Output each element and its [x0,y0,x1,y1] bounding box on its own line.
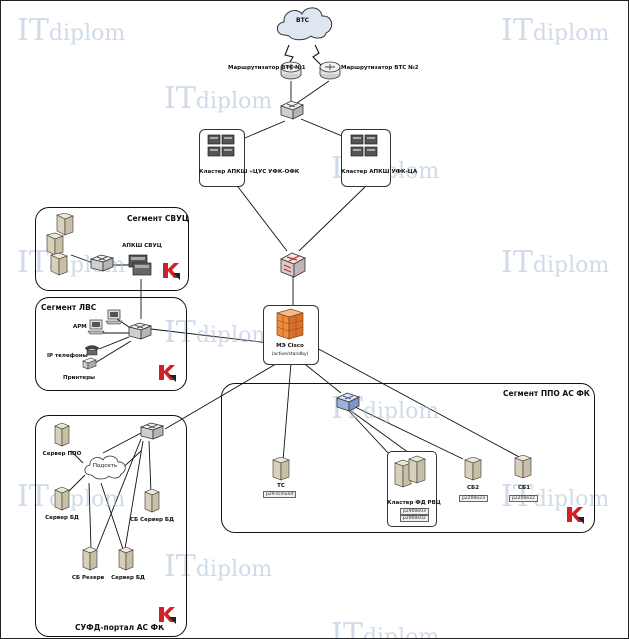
segment-sufd [35,415,187,637]
router-2-label: Маршрутизатор ВТС №2 [341,65,419,71]
cluster-left-label: Кластер АПКШ «ЦУС УФК-ОФК [199,169,300,175]
kaspersky-logo-icon [157,363,177,383]
firewall-title: МЭ Cisco [276,343,304,349]
server-bd-icon [53,486,71,515]
segment-lvs [35,297,187,391]
tc-host: p29-tcmonit [263,491,297,499]
apksh-svuc-label: АПКШ СВУЦ [122,243,162,249]
sb-server-bd-icon [143,488,161,517]
apksh-svuc-icon [127,251,157,283]
kaspersky-logo-icon [565,505,585,525]
subnet-label: Подсеть [92,463,118,469]
server-bd2-label: Сервер БД [111,575,145,581]
server-ppo-label: Сервер ППО [42,451,82,457]
ip-phones-label: IP телефоны [47,353,88,359]
kaspersky-logo-icon [157,605,177,625]
tc-label: ТС [277,483,285,489]
router-1-label: Маршрутизатор ВТС №1 [228,65,306,71]
tc-server-icon [271,456,291,485]
segment-ppo-title: Сегмент ППО АС ФК [503,389,590,398]
sb-reserve-icon [81,546,99,575]
fd-cluster-label: Кластер ФД РВЦ [387,500,441,506]
firewall-mode: (active/standby) [271,352,309,357]
arm-label: АРМ [73,324,87,330]
kaspersky-logo-icon [161,261,181,281]
cluster-right-label: Кластер АПКШ УФК-ЦА [341,169,418,175]
sb2-server-icon [463,456,483,485]
server-bd-label: Сервер БД [45,515,79,521]
printer-icon [81,355,97,374]
server-bd2-icon [117,546,135,575]
segment-ppo [221,383,595,533]
cluster-right-icon [349,133,379,171]
vts-cloud-icon [271,3,337,43]
fd-host-1: p2900e03 [400,508,429,516]
server-ppo-icon [53,422,71,451]
sb-reserve-label: СБ Резерв [71,575,105,581]
router-icon [319,59,341,85]
firewall-icon [275,307,305,345]
distribution-switch-icon [279,251,307,283]
segment-svuc [35,207,189,291]
workstation-icon [105,309,123,329]
sb1-server-icon [513,454,533,483]
segment-lvs-title: Сегмент ЛВС [41,303,97,312]
subnet-cloud-icon [81,453,129,485]
ip-phone-icon [83,341,101,360]
switch-icon [89,253,115,277]
sb-server-bd-label: СБ Сервер БД [130,517,174,523]
router-icon [280,59,302,85]
cluster-left-icon [206,133,236,171]
sb2-label: СБ2 [466,485,480,491]
segment-svuc-title: Сегмент СВУЦ [127,214,189,223]
segment-sufd-title: СУФД-портал АС ФК [75,623,165,632]
switch-icon [139,421,165,445]
printers-label: Принтеры [63,375,96,381]
core-switch-icon [279,99,305,125]
server-icon [45,212,77,281]
workstation-icon [87,319,105,339]
switch-icon [127,321,153,345]
fd-cluster-icon [391,455,431,499]
sb1-host: p2200e22 [509,495,538,503]
vts-label: ВТС [296,17,310,24]
sb1-label: СБ1 [517,485,531,491]
sb2-host: p2200e23 [459,495,488,503]
fd-host-2: p2900e02 [400,515,429,523]
ppo-switch-icon [335,391,361,417]
